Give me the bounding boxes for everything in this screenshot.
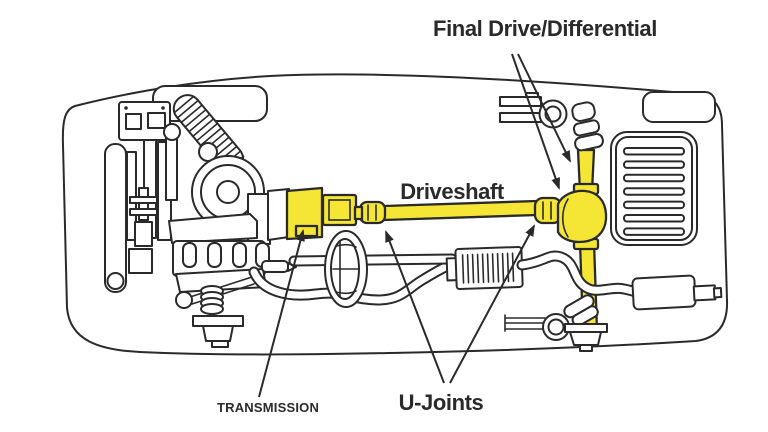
wheel-hub-bracket (564, 323, 608, 352)
label-u-joints: U-Joints (398, 390, 484, 415)
coil-spring (200, 285, 224, 315)
leaf-spring-stub (504, 314, 546, 332)
u-joints-arrows (385, 224, 535, 384)
transmission-arrow (258, 229, 305, 398)
label-driveshaft: Driveshaft (400, 179, 504, 204)
lower-cv-boot (563, 294, 599, 327)
battery (118, 101, 171, 141)
exhaust-pipe-rear (516, 250, 644, 299)
final-drive-arrows (511, 53, 571, 190)
crossmember-bracket (192, 315, 244, 348)
label-final-drive-differential: Final Drive/Differential (433, 16, 657, 41)
resonator (445, 245, 524, 291)
muffler (631, 274, 723, 311)
rear-body-panel (642, 91, 716, 123)
exhaust-manifold (172, 240, 270, 277)
vent-grille (610, 131, 698, 246)
upper-cv-boot (571, 101, 604, 152)
label-transmission: TRANSMISSION (216, 400, 320, 415)
hub-ring (542, 313, 570, 341)
tailpipe (692, 284, 717, 302)
transmission-highlight (285, 186, 364, 241)
exhaust-pipe-front (248, 253, 458, 306)
engine-strut (163, 123, 181, 201)
front-u-joint-highlight (358, 200, 387, 225)
spare-wheel (324, 230, 368, 308)
differential-highlight (556, 182, 608, 251)
air-cleaner (191, 155, 265, 229)
engine-block (168, 193, 271, 245)
transmission-tab (294, 224, 319, 238)
